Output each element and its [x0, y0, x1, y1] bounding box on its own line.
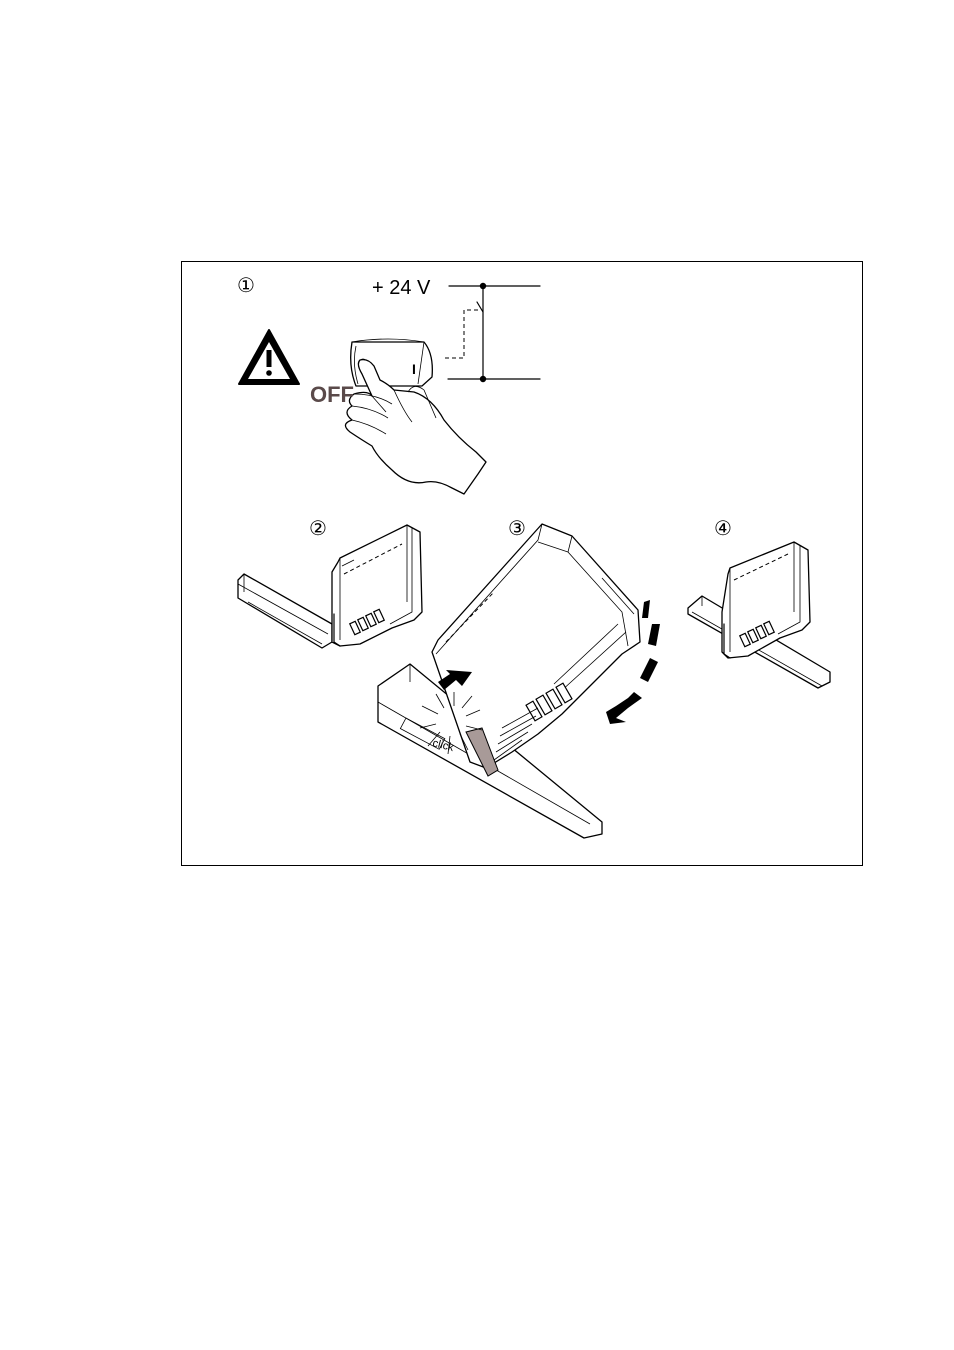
warning-triangle-icon — [239, 330, 299, 384]
voltage-label: + 24 V — [372, 277, 431, 299]
din-rail-step-2 — [238, 574, 332, 648]
step-3-label: ③ — [508, 516, 526, 540]
step-2-label: ② — [309, 516, 327, 540]
step-1-label: ① — [237, 273, 255, 297]
module-step-4 — [722, 542, 810, 658]
module-step-3 — [432, 524, 640, 768]
switch-on-mark: I — [412, 361, 416, 377]
installation-figure: ① + 24 V I — [181, 261, 863, 866]
module-step-2 — [332, 525, 422, 646]
installation-diagram: ① + 24 V I — [182, 262, 864, 867]
step-4-label: ④ — [714, 516, 732, 540]
off-label: OFF — [310, 382, 354, 407]
